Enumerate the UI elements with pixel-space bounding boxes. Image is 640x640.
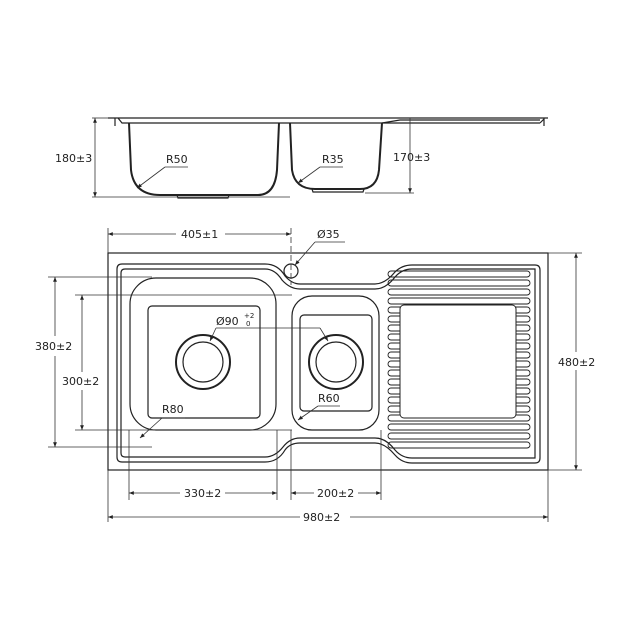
drainer-rib [387,297,531,305]
tap-hole-label: Ø35 [317,228,340,241]
depth-small-label: 170±3 [393,151,430,164]
overall-height-label: 480±2 [558,356,595,369]
side-view: 180±3 R50 R35 170±3 [55,117,548,199]
waste-diameter-label: Ø90 [216,315,239,328]
drainer-rib [387,279,531,287]
drainer-rib [387,270,531,278]
main-bowl-width-label: 330±2 [184,487,221,500]
small-bowl-width-label: 200±2 [317,487,354,500]
radius-r80-label: R80 [162,403,184,416]
radius-r35-label: R35 [322,153,344,166]
depth-main-label: 180±3 [55,152,92,165]
bowl-height-inner-label: 300±2 [62,375,99,388]
waste-tol-lower: 0 [246,320,250,328]
drainer-rib [387,423,531,431]
tap-offset-label: 405±1 [181,228,218,241]
radius-r50-label: R50 [166,153,188,166]
drainer-rib [387,441,531,449]
drainer-rib [387,432,531,440]
overall-width-label: 980±2 [303,511,340,524]
plan-view: 405±1 Ø35 Ø90 +2 0 380±2 300±2 R80 R60 4… [35,228,595,524]
radius-r60-label: R60 [318,392,340,405]
waste-tol-upper: +2 [244,312,254,320]
drainer-rib [387,288,531,296]
bowl-height-outer-label: 380±2 [35,340,72,353]
